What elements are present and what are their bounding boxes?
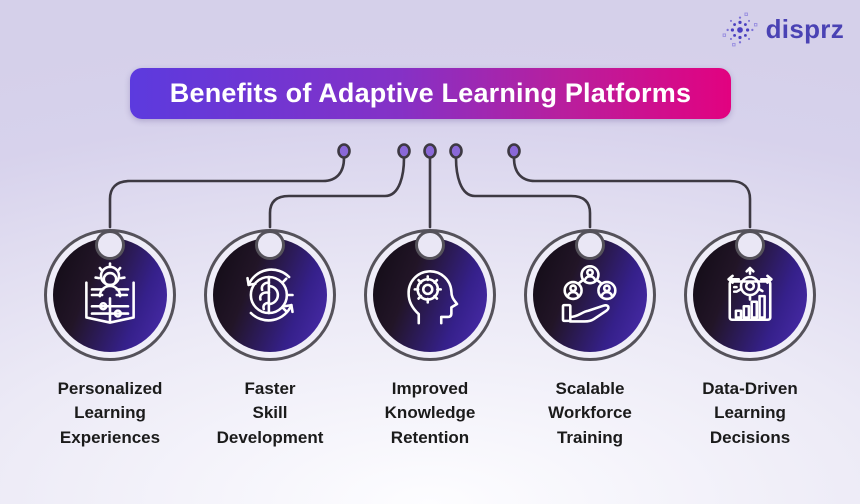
dashboard-gear-arrows-icon <box>727 266 773 322</box>
label-line: Learning <box>714 403 786 423</box>
label-line: Faster <box>244 379 296 398</box>
connector-dot <box>337 143 351 159</box>
medal-circle <box>524 229 656 361</box>
benefit-item-data-driven: Data-Driven Learning Decisions <box>670 215 830 450</box>
label-line: Skill <box>252 403 288 423</box>
label-line: Data-Driven <box>702 379 798 398</box>
connector-dot <box>423 143 437 159</box>
benefit-label: Faster Skill Development <box>190 377 350 450</box>
label-line: Learning <box>74 403 146 423</box>
benefit-item-faster-skill: Faster Skill Development <box>190 215 350 450</box>
brand-name: disprz <box>765 13 844 44</box>
medal-neck-ring <box>575 230 605 260</box>
head-gear-icon <box>407 270 459 325</box>
benefit-label: Personalized Learning Experiences <box>30 377 190 450</box>
benefit-item-knowledge-retention: Improved Knowledge Retention <box>350 215 510 450</box>
page-title: Benefits of Adaptive Learning Platforms <box>169 78 692 108</box>
benefit-item-personalized-learning: Personalized Learning Experiences <box>30 215 190 450</box>
label-line: Personalized <box>57 379 163 398</box>
label-line: Retention <box>390 427 470 447</box>
benefit-label: Improved Knowledge Retention <box>350 377 510 450</box>
medal-circle <box>204 229 336 361</box>
hand-team-network-icon <box>561 265 617 323</box>
medal-neck-ring <box>255 230 285 260</box>
medal-neck-ring <box>735 230 765 260</box>
medal-neck-ring <box>95 230 125 260</box>
medal-neck-ring <box>415 230 445 260</box>
brand-logo: disprz <box>721 10 844 48</box>
medal-circle <box>684 229 816 361</box>
label-line: Experiences <box>59 427 161 447</box>
benefit-label: Data-Driven Learning Decisions <box>670 377 830 450</box>
medal-circle <box>44 229 176 361</box>
label-line: Scalable <box>555 379 625 398</box>
brain-gear-cycle-icon <box>246 268 294 322</box>
label-line: Knowledge <box>384 403 476 423</box>
label-line: Improved <box>391 379 469 398</box>
connector-dot <box>449 143 463 159</box>
label-line: Training <box>556 427 624 447</box>
label-line: Decisions <box>709 427 791 447</box>
book-learner-gear-icon <box>85 262 135 324</box>
benefit-item-scalable-training: Scalable Workforce Training <box>510 215 670 450</box>
connector-dot <box>507 143 521 159</box>
label-line: Development <box>216 427 324 447</box>
label-line: Workforce <box>548 403 632 423</box>
benefit-label: Scalable Workforce Training <box>510 377 670 450</box>
medal-circle <box>364 229 496 361</box>
title-banner: Benefits of Adaptive Learning Platforms <box>130 68 731 119</box>
connector-dot <box>397 143 411 159</box>
sparkle-dots-icon <box>722 12 758 47</box>
